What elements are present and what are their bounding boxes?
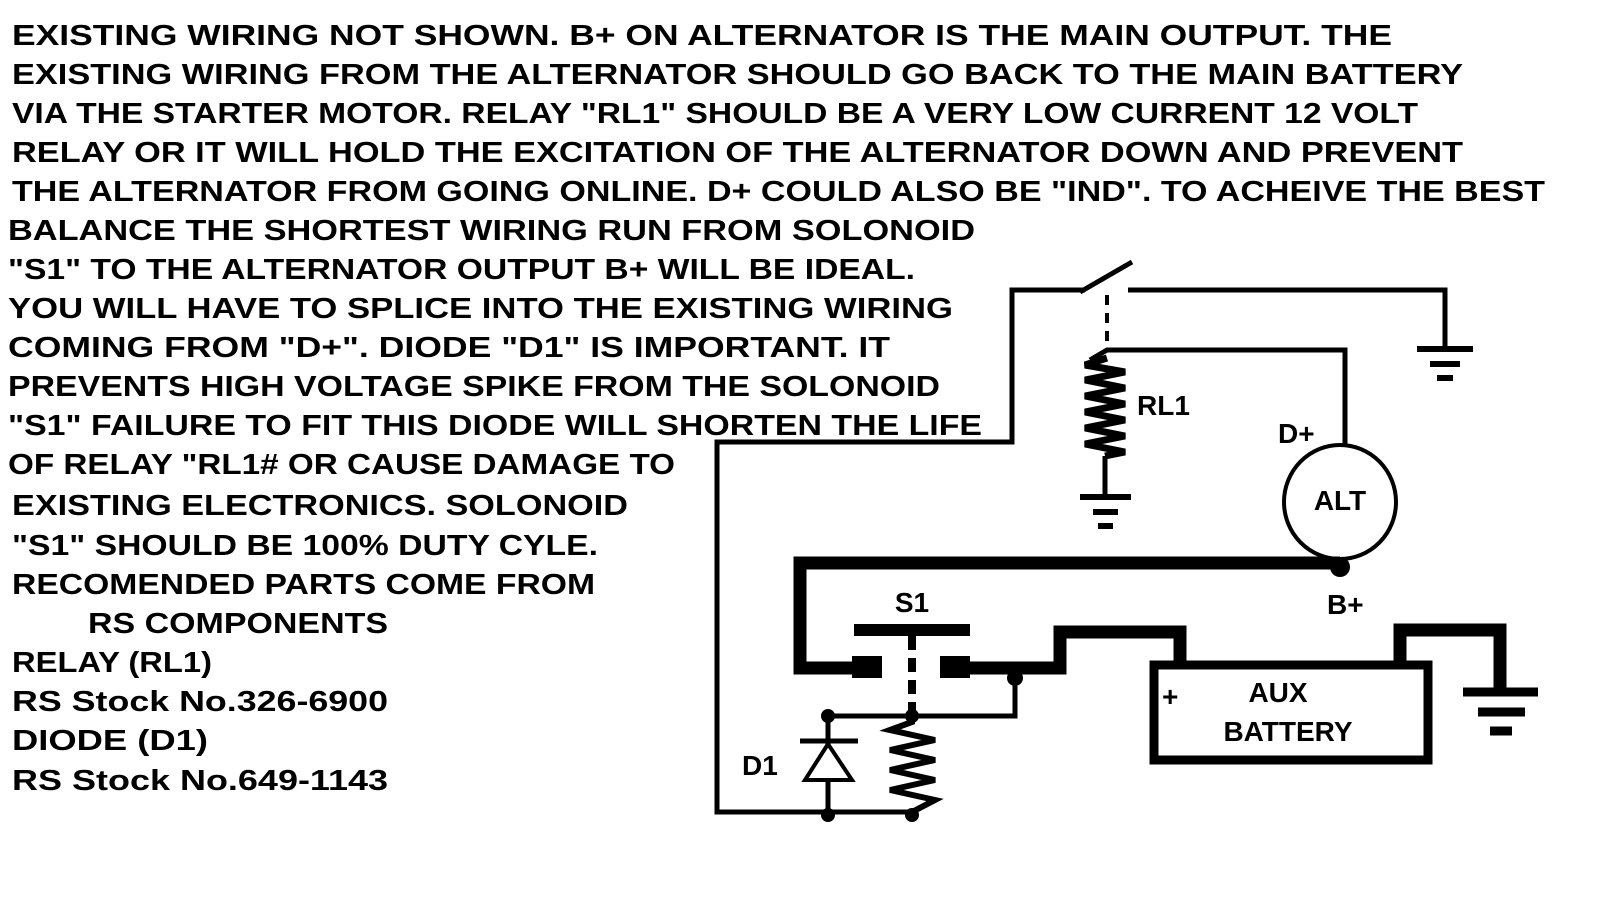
aux-label: AUX [1248, 677, 1307, 708]
s1-bridge [854, 624, 970, 636]
note-line: RS COMPONENTS [88, 608, 388, 640]
solenoid-coil-icon [879, 716, 944, 815]
main-wire [793, 556, 1340, 675]
note-line: OF RELAY "RL1# OR CAUSE DAMAGE TO [8, 449, 675, 481]
note-line: "S1" SHOULD BE 100% DUTY CYLE. [12, 530, 598, 562]
battery-plus-label: + [1162, 681, 1178, 712]
junction-dot [821, 808, 835, 822]
wire [1128, 287, 1448, 348]
note-line: COMING FROM "D+". DIODE "D1" IS IMPORTAN… [8, 332, 890, 364]
aux-battery-icon [1149, 660, 1433, 765]
b-plus-terminal [1330, 557, 1350, 577]
note-line: "S1" TO THE ALTERNATOR OUTPUT B+ WILL BE… [8, 254, 915, 286]
rl1-label: RL1 [1137, 390, 1190, 421]
notes-text: EXISTING WIRING NOT SHOWN. B+ ON ALTERNA… [8, 20, 1545, 797]
note-line: EXISTING ELECTRONICS. SOLONOID [12, 490, 628, 522]
diode-icon [800, 738, 858, 782]
relay-contact-blade [1078, 259, 1134, 295]
battery-label: BATTERY [1223, 716, 1352, 747]
note-line: PREVENTS HIGH VOLTAGE SPIKE FROM THE SOL… [8, 371, 940, 403]
note-line: VIA THE STARTER MOTOR. RELAY "RL1" SHOUL… [12, 98, 1418, 130]
note-line: RECOMENDED PARTS COME FROM [12, 569, 595, 601]
relay-switch-circuit [714, 259, 1448, 815]
b-plus-label: B+ [1327, 589, 1364, 620]
note-line: BALANCE THE SHORTEST WIRING RUN FROM SOL… [8, 215, 975, 247]
wire [714, 287, 1085, 815]
ground-icon [1463, 687, 1538, 736]
relay-coil-icon [1083, 354, 1126, 460]
d1-label: D1 [742, 750, 778, 781]
d-plus-label: D+ [1278, 418, 1315, 449]
main-wire [960, 625, 1187, 675]
wire [1088, 347, 1348, 447]
junction-dot [821, 709, 835, 723]
note-line: YOU WILL HAVE TO SPLICE INTO THE EXISTIN… [8, 293, 953, 325]
s1-contact [852, 656, 882, 678]
note-line: THE ALTERNATOR FROM GOING ONLINE. D+ COU… [12, 176, 1545, 208]
note-line: "S1" FAILURE TO FIT THIS DIODE WILL SHOR… [8, 410, 982, 442]
note-line: EXISTING WIRING NOT SHOWN. B+ ON ALTERNA… [12, 20, 1392, 52]
ground-icon [1080, 494, 1131, 529]
alt-label: ALT [1314, 485, 1366, 516]
note-line: RELAY (RL1) [12, 647, 212, 679]
main-wire [1393, 623, 1507, 690]
note-line: RS Stock No.326-6900 [12, 686, 388, 718]
note-line: EXISTING WIRING FROM THE ALTERNATOR SHOU… [12, 59, 1463, 91]
note-line: RS Stock No.649-1143 [12, 765, 388, 797]
s1-label: S1 [895, 587, 929, 618]
note-line: DIODE (D1) [12, 725, 208, 757]
ground-icon [1417, 346, 1473, 381]
note-line: RELAY OR IT WILL HOLD THE EXCITATION OF … [12, 137, 1463, 169]
